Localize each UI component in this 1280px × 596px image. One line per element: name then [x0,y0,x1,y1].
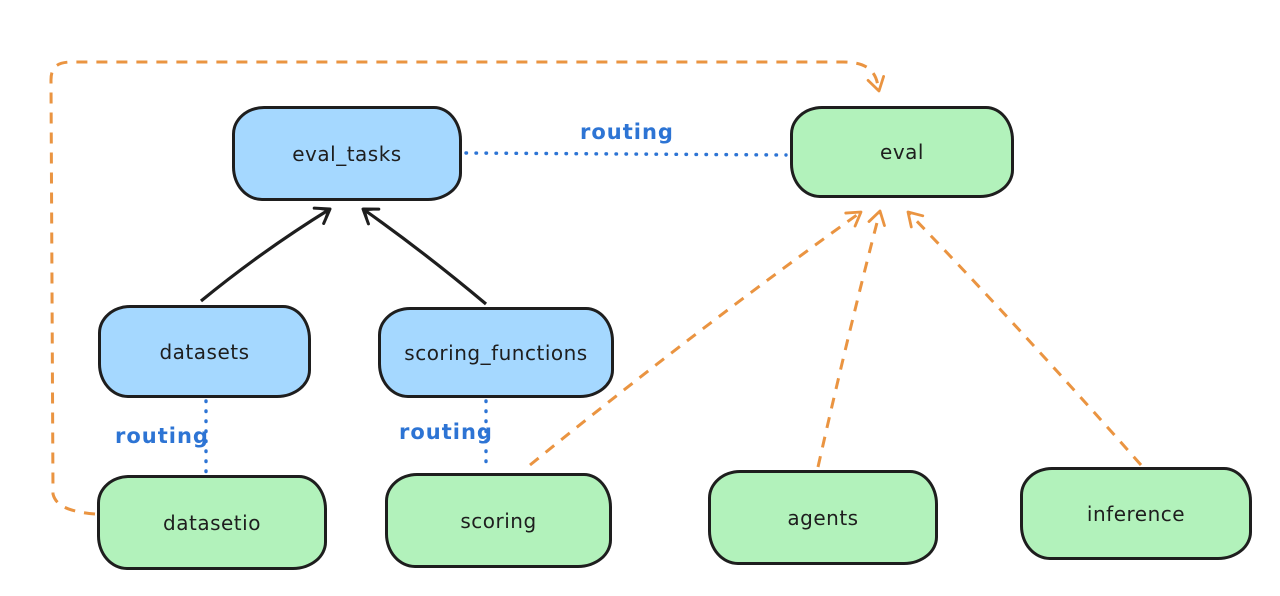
node-eval-label: eval [880,140,924,164]
node-inference-label: inference [1086,501,1186,526]
node-agents-label: agents [787,505,859,530]
routing-label-eval-tasks-eval: routing [580,120,674,144]
node-scoring-functions-label: scoring_functions [404,340,588,365]
routing-label-datasets-datasetio: routing [115,424,209,448]
edge-routing-eval-tasks-to-eval [464,151,788,157]
node-scoring-label: scoring [460,508,537,533]
edge-datasets-to-eval-tasks [199,206,332,303]
node-datasets-label: datasets [159,339,250,364]
node-agents: agents [708,470,938,565]
edge-agents-to-eval [816,209,886,468]
node-scoring-functions: scoring_functions [378,307,614,398]
node-eval-tasks: eval_tasks [232,106,462,201]
node-datasetio: datasetio [97,475,327,570]
edge-scoring-to-eval [529,210,863,467]
edge-inference-to-eval [906,210,1143,466]
node-eval-tasks-label: eval_tasks [292,141,402,166]
node-inference: inference [1020,467,1252,560]
edge-scoring-functions-to-eval-tasks [361,207,488,306]
node-eval: eval [790,106,1014,198]
node-datasets: datasets [98,305,311,398]
routing-label-scoring-functions-scoring: routing [399,420,493,444]
node-datasetio-label: datasetio [163,510,261,535]
node-scoring: scoring [385,473,612,568]
edge-datasetio-to-eval [49,60,886,516]
